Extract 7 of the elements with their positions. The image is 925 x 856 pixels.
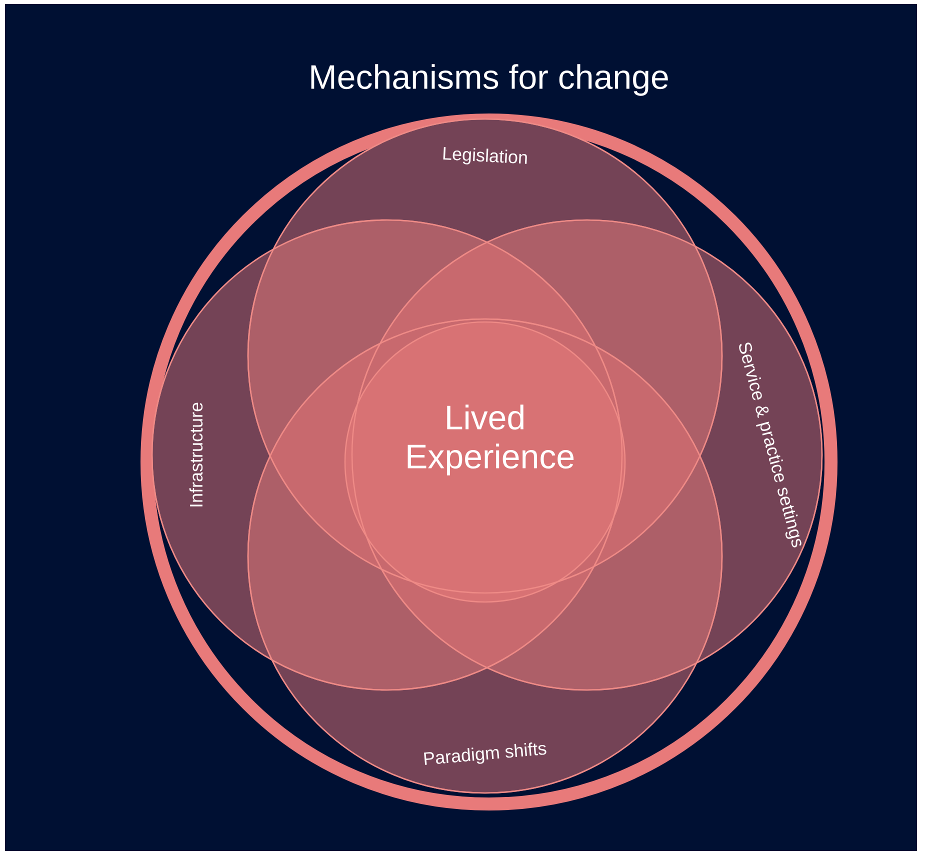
venn-circle bbox=[344, 321, 626, 603]
circle-label: Legislation bbox=[443, 147, 527, 164]
circle-label: Paradigm shifts bbox=[424, 742, 546, 765]
center-label: Lived Experience bbox=[408, 404, 574, 476]
title: Mechanisms for change bbox=[311, 64, 668, 96]
circle-label: Service & practice settings bbox=[739, 342, 802, 548]
circle-label: Infrastructure bbox=[189, 402, 203, 506]
